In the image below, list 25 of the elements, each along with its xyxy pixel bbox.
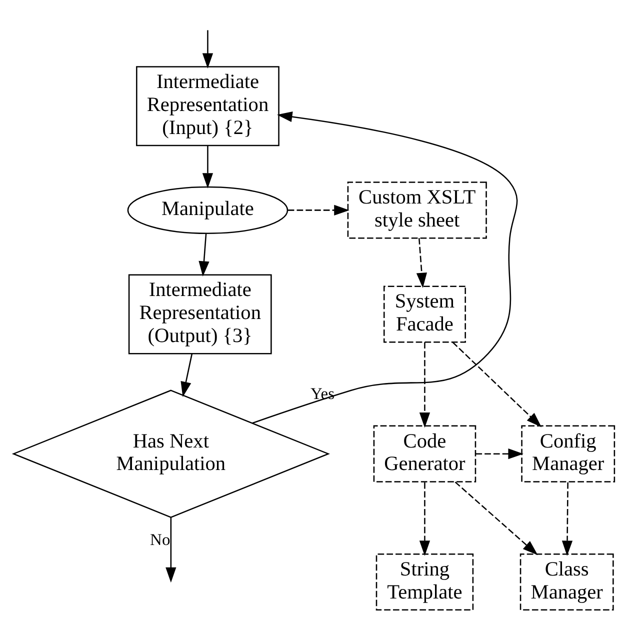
node-box: Config Manager (521, 425, 616, 482)
arrow (198, 234, 210, 276)
node-ellipse: Manipulate (127, 186, 288, 234)
arrow (452, 342, 542, 428)
arrow (454, 482, 538, 556)
arrow (252, 111, 518, 424)
arrow (562, 482, 573, 556)
arrow (288, 204, 350, 216)
arrow (202, 146, 214, 188)
node-box: Class Manager (520, 553, 614, 611)
edge-label: Yes (310, 384, 335, 403)
node-box: Intermediate Representation (Output) {3} (128, 274, 272, 354)
arrow (419, 342, 430, 428)
node-box: Custom XSLT style sheet (347, 182, 487, 239)
node-box: System Facade (383, 286, 466, 343)
arrow (202, 30, 214, 69)
arrow (476, 448, 524, 460)
node-box: Intermediate Representation (Input) {2} (136, 66, 280, 146)
arrow (416, 238, 428, 288)
arrow (180, 354, 193, 397)
arrow (419, 482, 430, 556)
edge-label: No (150, 530, 170, 549)
node-box: String Template (376, 553, 474, 611)
node-box: Code Generator (373, 425, 476, 482)
arrow (166, 518, 176, 583)
